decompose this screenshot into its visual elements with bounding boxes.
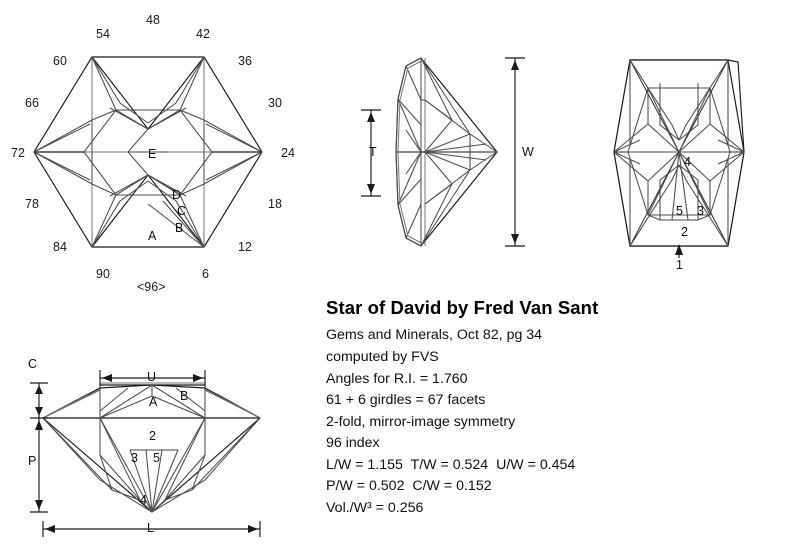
crown-index-54: 54 [96, 27, 110, 41]
dimension-U [99, 370, 206, 386]
profile-facet-A: A [149, 395, 158, 409]
crown-index-18: 18 [268, 197, 282, 211]
info-line-ratios-2: P/W = 0.502 C/W = 0.152 [326, 478, 492, 495]
crown-index-66: 66 [25, 96, 39, 110]
crown-index-78: 78 [25, 197, 39, 211]
side-dimension-W: W [522, 145, 534, 159]
info-line-ratios-1: L/W = 1.155 T/W = 0.524 U/W = 0.454 [326, 456, 576, 473]
info-line-refractive-index: Angles for R.I. = 1.760 [326, 370, 468, 387]
crown-index-36: 36 [238, 54, 252, 68]
dimension-W [505, 57, 525, 247]
profile-dimension-U: U [147, 370, 157, 384]
crown-index-90: 90 [96, 267, 110, 281]
info-line-computed-by: computed by FVS [326, 348, 439, 365]
info-line-index: 96 index [326, 435, 380, 452]
crown-index-48: 48 [146, 13, 160, 27]
info-line-publication: Gems and Minerals, Oct 82, pg 34 [326, 327, 543, 344]
pavilion-facet-1: 1 [676, 258, 683, 272]
profile-facet-B: B [180, 389, 189, 403]
info-line-volume: Vol./W³ = 0.256 [326, 499, 424, 516]
crown-index-96: <96> [137, 280, 166, 294]
dimension-P [30, 418, 48, 513]
profile-facet-5: 5 [153, 451, 160, 465]
crown-facet-E: E [148, 147, 157, 161]
info-line-symmetry: 2-fold, mirror-image symmetry [326, 413, 516, 430]
profile-dimension-C: C [28, 357, 38, 371]
pavilion-facet-4: 4 [684, 155, 691, 169]
crown-index-72: 72 [11, 146, 25, 160]
crown-facet-D: D [172, 188, 182, 202]
pavilion-facet-2: 2 [681, 225, 688, 239]
profile-view-graphic [30, 370, 261, 537]
crown-index-42: 42 [196, 27, 210, 41]
dimension-C [30, 382, 48, 419]
design-title: Star of David by Fred Van Sant [326, 297, 599, 318]
info-line-facet-count: 61 + 6 girdles = 67 facets [326, 392, 486, 409]
crown-index-60: 60 [53, 54, 67, 68]
profile-facet-3: 3 [131, 451, 138, 465]
dimension-L [42, 521, 261, 537]
crown-view-graphic [33, 56, 263, 248]
profile-dimension-L: L [147, 521, 154, 535]
crown-index-6: 6 [202, 267, 209, 281]
crown-index-84: 84 [53, 240, 67, 254]
dimension-T [361, 109, 381, 197]
crown-index-24: 24 [281, 146, 295, 160]
profile-dimension-P: P [28, 454, 37, 468]
pavilion-facet-3: 3 [697, 204, 704, 218]
crown-index-30: 30 [268, 96, 282, 110]
side-dimension-T: T [369, 145, 377, 159]
crown-facet-C: C [177, 204, 187, 218]
crown-facet-A: A [148, 229, 157, 243]
side-view-graphic [361, 57, 525, 247]
pavilion-view-graphic [613, 59, 745, 258]
profile-facet-4: 4 [140, 493, 147, 507]
pavilion-facet-5: 5 [676, 204, 683, 218]
crown-index-12: 12 [238, 240, 252, 254]
pavilion-arrow-1 [675, 244, 683, 258]
design-info-block: Star of David by Fred Van Sant Gems and … [326, 297, 726, 520]
crown-facet-B: B [175, 221, 184, 235]
profile-facet-2: 2 [149, 429, 156, 443]
